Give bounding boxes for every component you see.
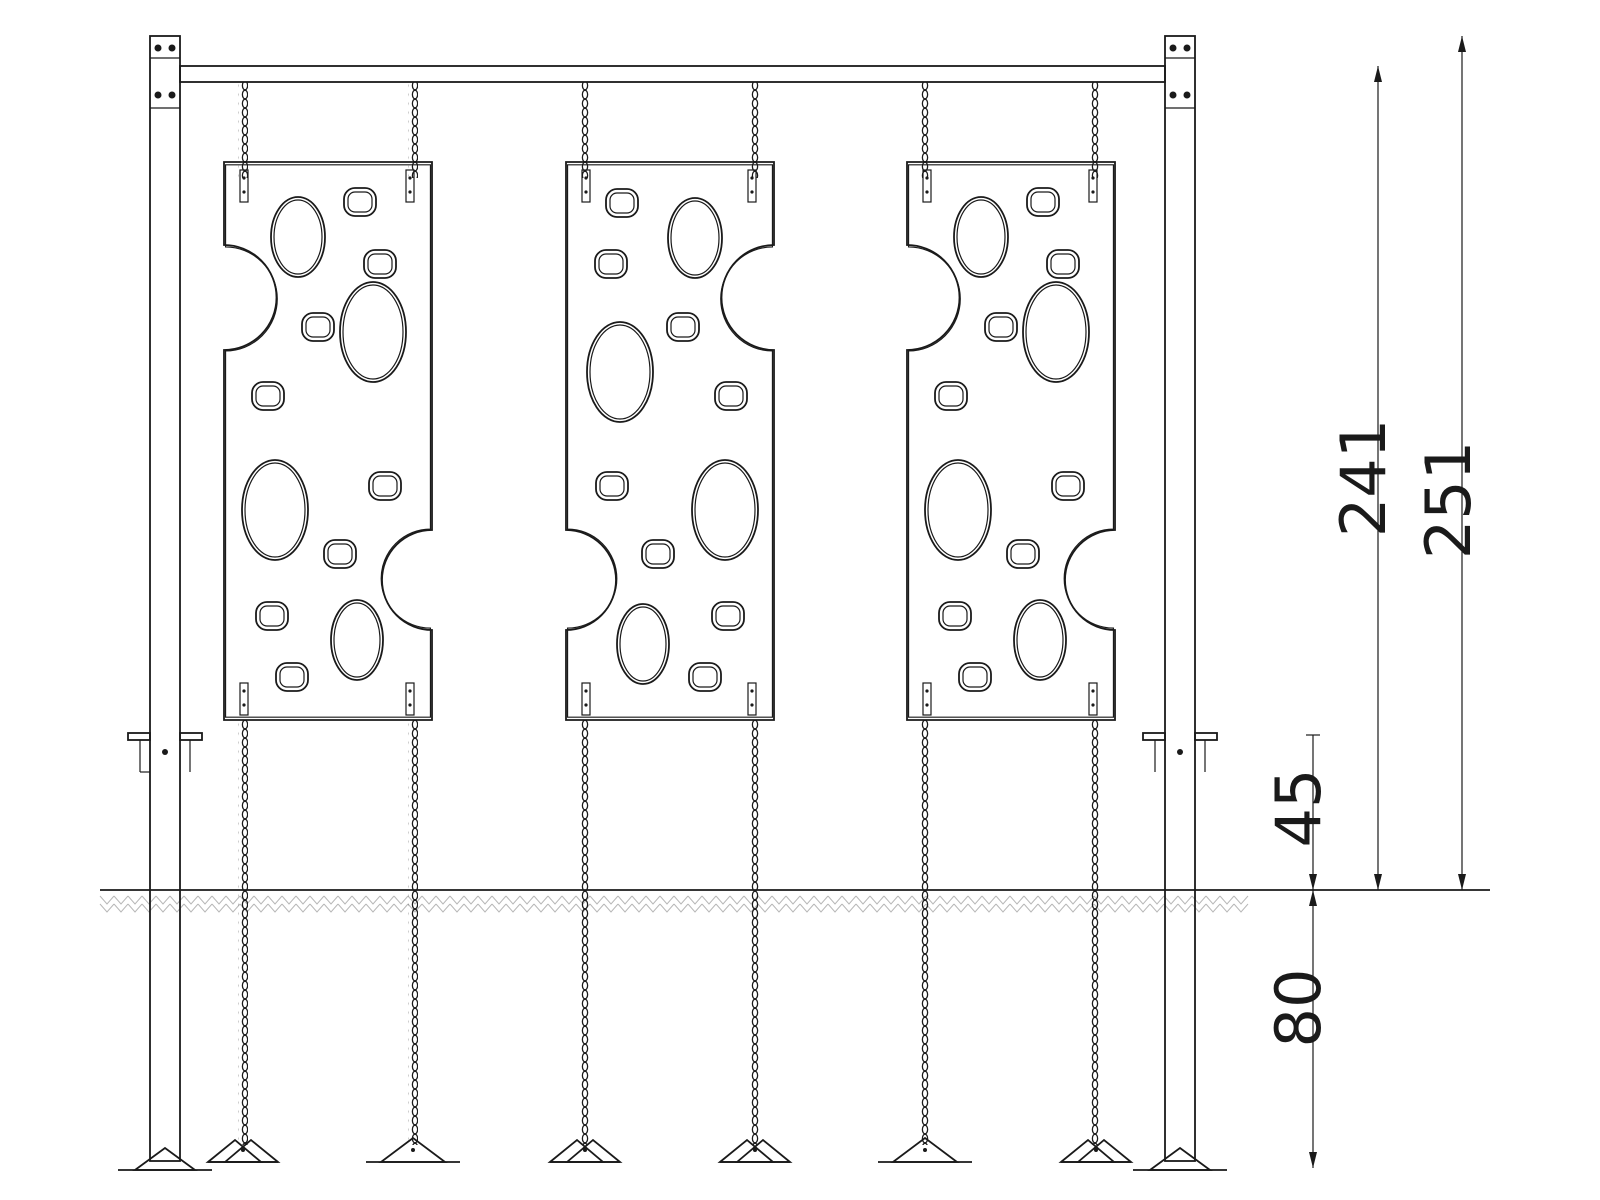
chain-lower bbox=[408, 720, 418, 1145]
small-hold bbox=[605, 188, 639, 218]
top-beam bbox=[179, 65, 1166, 83]
small-hold bbox=[343, 187, 377, 217]
ground-hatch-pattern bbox=[99, 895, 1249, 913]
ground-anchor-1 bbox=[205, 1138, 281, 1163]
left-post bbox=[118, 35, 212, 1171]
chain-upper bbox=[1091, 82, 1101, 178]
large-hold bbox=[924, 459, 992, 561]
small-hold bbox=[666, 312, 700, 342]
small-hold bbox=[958, 662, 992, 692]
small-hold bbox=[688, 662, 722, 692]
small-hold bbox=[1026, 187, 1060, 217]
chain-lower bbox=[238, 720, 248, 1145]
climbing-panel-1 bbox=[223, 161, 433, 721]
small-hold bbox=[1006, 539, 1040, 569]
large-hold bbox=[270, 196, 326, 278]
small-hold bbox=[363, 249, 397, 279]
large-hold bbox=[241, 459, 309, 561]
chain-upper bbox=[920, 82, 930, 178]
large-hold bbox=[586, 321, 654, 423]
dim-label-45: 45 bbox=[1262, 769, 1335, 848]
small-hold bbox=[1046, 249, 1080, 279]
large-hold bbox=[1013, 599, 1067, 681]
small-hold bbox=[323, 539, 357, 569]
chain-lower bbox=[920, 720, 930, 1145]
large-hold bbox=[691, 459, 759, 561]
small-hold bbox=[938, 601, 972, 631]
ground-anchors bbox=[205, 1136, 1134, 1163]
chain-lower bbox=[580, 720, 590, 1145]
climbing-panel-2 bbox=[565, 161, 775, 721]
climbing-panels bbox=[223, 161, 1116, 721]
ground-anchor-5 bbox=[878, 1136, 972, 1163]
ground-hatch bbox=[99, 895, 1249, 913]
climbing-panel-3 bbox=[906, 161, 1116, 721]
small-hold bbox=[255, 601, 289, 631]
large-hold bbox=[667, 197, 723, 279]
dim-label-80: 80 bbox=[1262, 969, 1335, 1048]
small-hold bbox=[368, 471, 402, 501]
ground-anchor-6 bbox=[1058, 1138, 1134, 1163]
small-hold bbox=[641, 539, 675, 569]
small-hold bbox=[984, 312, 1018, 342]
dim-label-241: 241 bbox=[1327, 419, 1400, 537]
small-hold bbox=[594, 249, 628, 279]
large-hold bbox=[616, 603, 670, 685]
large-hold bbox=[339, 281, 407, 383]
chain-upper bbox=[238, 82, 248, 178]
dimension-lines bbox=[1306, 36, 1466, 1168]
small-hold bbox=[711, 601, 745, 631]
ground-anchor-2 bbox=[366, 1136, 460, 1163]
chain-lower bbox=[750, 720, 760, 1145]
large-hold bbox=[1022, 281, 1090, 383]
small-hold bbox=[301, 312, 335, 342]
chain-upper bbox=[408, 82, 418, 178]
chain-upper bbox=[580, 82, 590, 178]
chains bbox=[238, 82, 1101, 1145]
dim-label-251: 251 bbox=[1412, 441, 1485, 559]
right-post bbox=[1133, 35, 1227, 1171]
large-hold bbox=[953, 196, 1009, 278]
small-hold bbox=[714, 381, 748, 411]
small-hold bbox=[275, 662, 309, 692]
large-hold bbox=[330, 599, 384, 681]
ground-anchor-4 bbox=[717, 1138, 793, 1163]
ground-anchor-3 bbox=[547, 1138, 623, 1163]
small-hold bbox=[251, 381, 285, 411]
small-hold bbox=[934, 381, 968, 411]
small-hold bbox=[595, 471, 629, 501]
chain-lower bbox=[1091, 720, 1101, 1145]
small-hold bbox=[1051, 471, 1085, 501]
chain-upper bbox=[750, 82, 760, 178]
